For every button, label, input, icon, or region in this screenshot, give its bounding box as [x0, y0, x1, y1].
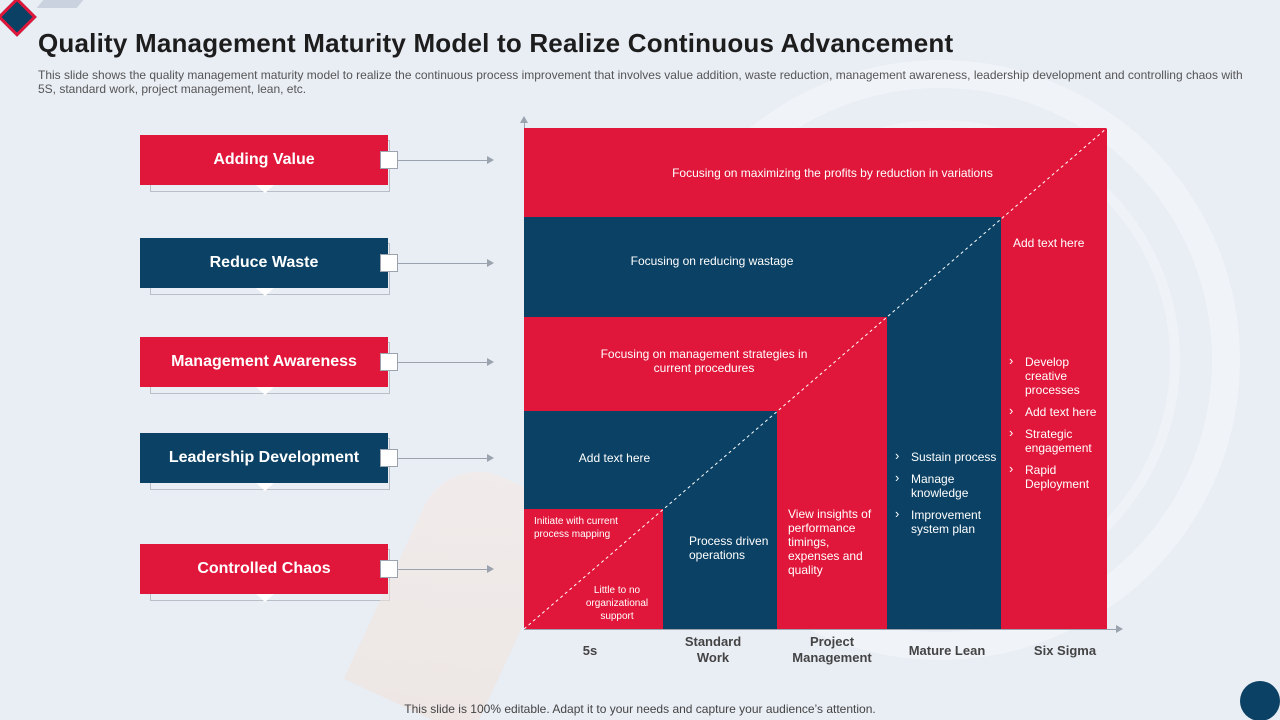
text-management-awareness: Focusing on management strategies in cur…: [600, 347, 808, 375]
list-item: Sustain process: [891, 449, 999, 464]
text-adding-value: Focusing on maximizing the profits by re…: [672, 166, 993, 180]
column-standard-work: [663, 509, 777, 629]
arrow-leadership-development: [398, 454, 494, 462]
arrow-reduce-waste: [398, 259, 494, 267]
footer-note: This slide is 100% editable. Adapt it to…: [404, 702, 876, 716]
text-controlled-chaos-bottom: Little to no organizational support: [585, 585, 649, 622]
column-project-management: [777, 411, 887, 629]
notch-decoration: [256, 483, 274, 491]
list-item: Manage knowledge: [891, 471, 999, 500]
connector-square: [380, 353, 398, 371]
label-text: Management Awareness: [171, 353, 357, 370]
text-leadership-development: Add text here: [578, 451, 651, 465]
connector-square: [380, 449, 398, 467]
x-tick-mature-lean: Mature Lean: [908, 643, 986, 658]
list-item: Develop creative processes: [1005, 354, 1107, 397]
connector-square: [380, 151, 398, 169]
notch-decoration: [256, 594, 274, 602]
list-item: Improvement system plan: [891, 507, 999, 536]
label-text: Leadership Development: [168, 449, 360, 466]
x-axis: [524, 625, 1123, 633]
x-tick-project-management: Project Management: [792, 634, 872, 665]
notch-decoration: [256, 288, 274, 296]
row-reduce-waste: [524, 217, 1001, 317]
x-tick-5s: 5s: [582, 643, 598, 658]
connector-square: [380, 254, 398, 272]
list-item: Add text here: [1005, 404, 1107, 419]
text-six-sigma-heading: Add text here: [1013, 236, 1085, 250]
notch-decoration: [256, 387, 274, 395]
text-standard-work: Process driven operations: [689, 534, 769, 562]
label-text: Controlled Chaos: [197, 560, 331, 577]
x-tick-six-sigma: Six Sigma: [1033, 643, 1097, 658]
label-text: Adding Value: [213, 151, 315, 168]
text-project-management: View insights of performance timings, ex…: [788, 507, 872, 577]
corner-dot-decoration: [1240, 681, 1280, 720]
text-reduce-waste: Focusing on reducing wastage: [630, 254, 794, 268]
label-text: Reduce Waste: [209, 254, 319, 271]
row-management-awareness: [524, 317, 887, 411]
slide-subtitle: This slide shows the quality management …: [38, 68, 1243, 96]
label-adding-value: Adding Value: [140, 135, 398, 193]
diagonal-dashed-line: [524, 128, 1107, 629]
arrow-management-awareness: [398, 358, 494, 366]
connector-square: [380, 560, 398, 578]
corner-diamond-icon: [0, 0, 37, 37]
list-item: Strategic engagement: [1005, 426, 1107, 455]
row-leadership-development: [524, 411, 777, 509]
corner-tab-decoration: [36, 0, 84, 8]
text-controlled-chaos-top: Initiate with current process mapping: [534, 516, 618, 540]
column-six-sigma: [1001, 217, 1107, 629]
list-six-sigma: Develop creative processes Add text here…: [1005, 354, 1107, 499]
label-controlled-chaos: Controlled Chaos: [140, 544, 398, 602]
notch-decoration: [256, 185, 274, 193]
slide-title: Quality Management Maturity Model to Rea…: [38, 28, 954, 58]
label-management-awareness: Management Awareness: [140, 337, 398, 395]
arrow-adding-value: [398, 156, 494, 164]
label-leadership-development: Leadership Development: [140, 433, 398, 491]
list-item: Rapid Deployment: [1005, 462, 1107, 491]
label-reduce-waste: Reduce Waste: [140, 238, 398, 296]
row-adding-value: [524, 128, 1107, 217]
x-tick-standard-work: Standard Work: [684, 634, 742, 665]
list-mature-lean: Sustain process Manage knowledge Improve…: [891, 449, 999, 544]
arrow-controlled-chaos: [398, 565, 494, 573]
